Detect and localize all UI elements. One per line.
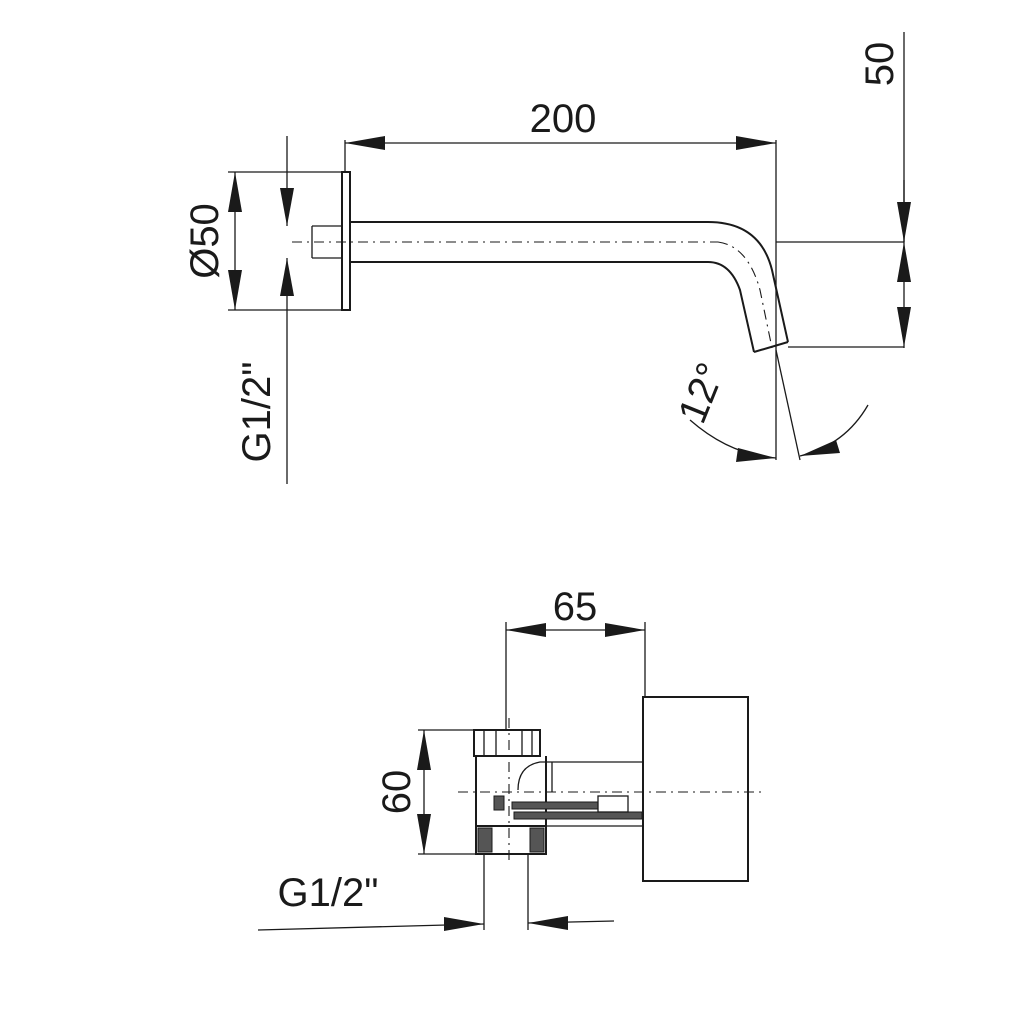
dim-200: 200	[344, 97, 777, 460]
spout-outlet	[753, 341, 789, 353]
dim-label-50: 50	[858, 42, 902, 87]
dim-label-65: 65	[553, 585, 598, 629]
dim-label-200: 200	[530, 97, 597, 141]
dim-label-thread-bottom: G1/2"	[278, 871, 379, 915]
spout-lower-edge	[350, 261, 755, 353]
dim-thread-top: G1/2"	[235, 136, 294, 484]
dim-label-angle: 12°	[670, 357, 733, 430]
dim-angle-12: 12°	[670, 349, 869, 462]
arrow-left	[345, 136, 385, 150]
dim-diameter-50: Ø50	[183, 171, 342, 311]
wall-plate	[341, 171, 351, 311]
dim-thread-bottom: G1/2"	[257, 871, 615, 931]
top-view-spout	[292, 171, 789, 353]
dim-label-thread-top: G1/2"	[235, 362, 279, 463]
bottom-fitting	[475, 825, 547, 855]
cover-box	[642, 696, 749, 882]
dim-65: 65	[505, 585, 646, 730]
dim-label-60: 60	[375, 770, 419, 815]
hex-nut	[473, 729, 541, 757]
arrow-right	[736, 136, 776, 150]
dim-label-diameter: Ø50	[183, 203, 227, 279]
dim-60: 60	[375, 729, 476, 855]
bottom-view-valve	[458, 696, 762, 930]
spout-upper-edge	[350, 221, 789, 343]
dim-50: 50	[776, 32, 911, 348]
